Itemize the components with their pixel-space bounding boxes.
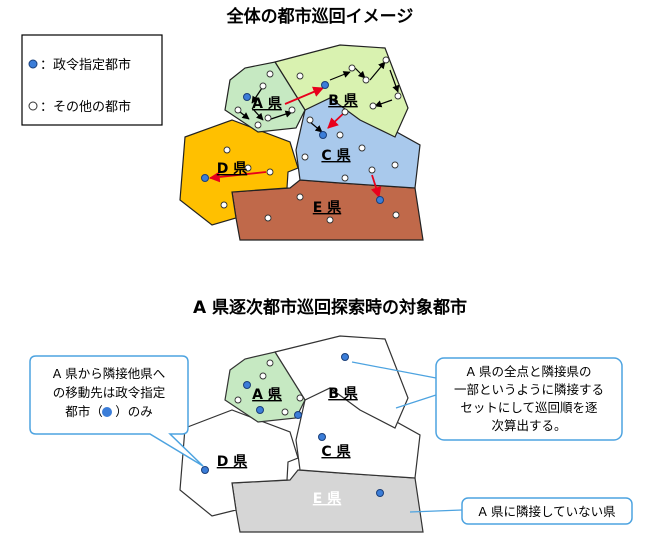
other-cities-top — [220, 56, 402, 224]
pref-b-region-bottom — [274, 335, 409, 429]
designated-city — [376, 196, 384, 204]
pref-d-region-bottom — [179, 409, 299, 517]
top-pref-b-label: B 県 — [328, 93, 358, 109]
bottom-title: A 県逐次都市巡回探索時の対象都市 — [193, 297, 467, 318]
designated-city — [243, 93, 251, 101]
designated-cities-top — [201, 81, 384, 204]
other-cities-bottom — [234, 359, 304, 416]
legend-box: ：政令指定都市 ：その他の都市 — [21, 34, 163, 126]
top-pref-c-label: C 県 — [321, 148, 350, 164]
bottom-pref-a-label: A 県 — [252, 387, 282, 403]
blue-dot-icon — [102, 407, 112, 417]
callout-right-line-3: セットにして巡回順を逐 — [460, 400, 598, 415]
top-pref-a-label: A 県 — [252, 96, 282, 112]
callout-bottom: A 県に隣接していない県 — [409, 497, 633, 525]
route-arrows-black — [239, 61, 400, 133]
top-pref-d-label: D 県 — [217, 161, 248, 177]
white-dot-icon — [28, 101, 38, 111]
bottom-pref-b-label: B 県 — [328, 386, 358, 402]
pref-d-region — [179, 119, 299, 226]
route-arrows-red — [208, 86, 382, 199]
blue-dot-icon — [28, 59, 38, 69]
callout-right-line-4: 次算出する。 — [491, 418, 566, 433]
pref-b-region — [274, 44, 409, 138]
bottom-pref-c-label: C 県 — [321, 444, 350, 460]
designated-city — [321, 81, 329, 89]
top-title: 全体の都市巡回イメージ — [226, 6, 414, 27]
callout-right-line-1: A 県の全点と隣接県の — [466, 364, 591, 379]
designated-cities-bottom — [201, 353, 384, 497]
bottom-pref-e-label: E 県 — [313, 491, 341, 507]
designated-city — [319, 131, 327, 139]
callout-right: A 県の全点と隣接県の 一部というように隣接する セットにして巡回順を逐 次算出… — [351, 357, 623, 441]
top-pref-e-label: E 県 — [313, 200, 341, 216]
callout-left-line-1: A 県から隣接他県へ — [53, 366, 166, 381]
pref-a-region-bottom — [224, 351, 306, 423]
callout-left-line-2: の移動先は政令指定 — [53, 385, 166, 400]
legend-other-label: ：その他の都市 — [40, 99, 131, 115]
callout-left: A 県から隣接他県へ の移動先は政令指定 都市（ ）のみ — [29, 355, 204, 467]
callout-bottom-text: A 県に隣接していない県 — [478, 504, 615, 519]
callout-right-line-2: 一部というように隣接する — [454, 382, 604, 397]
bottom-pref-d-label: D 県 — [217, 454, 248, 470]
legend-designated-label: ：政令指定都市 — [40, 57, 131, 73]
designated-city — [201, 174, 209, 182]
